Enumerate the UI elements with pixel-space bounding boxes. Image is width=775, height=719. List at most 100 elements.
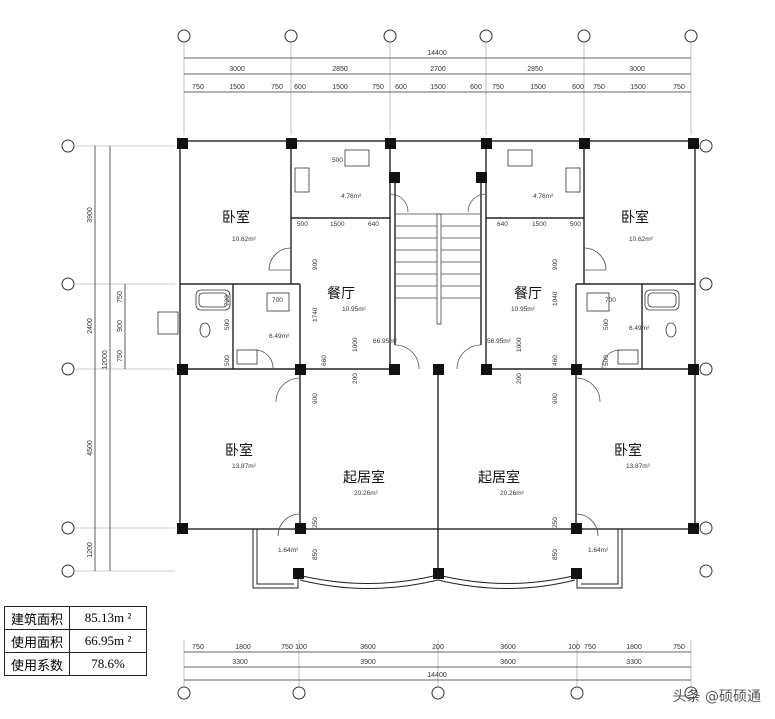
dim-top-fine: 750 — [372, 84, 384, 91]
dim-left-inner: 900 — [117, 320, 124, 332]
axis-bubbles-left — [61, 139, 75, 578]
dim-misc: 850 — [312, 549, 319, 560]
area-bedroom-top-right: 10.62m² — [629, 236, 654, 243]
room-labels: 卧室 卧室 餐厅 餐厅 卧室 卧室 起居室 起居室 — [222, 209, 649, 486]
stats-label: 使用系数 — [3, 652, 71, 676]
fixtures — [157, 149, 680, 365]
room-bedroom-top-left: 卧室 — [222, 209, 250, 226]
dim-top-fine: 1500 — [630, 84, 646, 91]
stats-row: 使用系数 78.6% — [3, 652, 148, 676]
dim-misc: 250 — [312, 517, 319, 528]
walls — [179, 140, 696, 575]
area-dining-right: 10.95m² — [511, 306, 536, 313]
door-swings — [254, 193, 621, 537]
dim-top-fine: 750 — [192, 84, 204, 91]
area-bedroom-bottom-right: 13.87m² — [626, 463, 651, 470]
dim-bottom-fine: 1800 — [235, 644, 251, 651]
stats-row: 使用面积 66.95m ² — [3, 629, 148, 653]
area-balcony-left: 1.64m² — [278, 547, 299, 554]
dim-total-top: 14400 — [427, 50, 447, 57]
dim-misc: 500 — [224, 355, 231, 366]
area-stats-table: 建筑面积 85.13m ² 使用面积 66.95m ² 使用系数 78.6% — [3, 606, 148, 676]
dim-misc: 1000 — [516, 337, 523, 352]
dim-top-mid: 3000 — [629, 66, 645, 73]
dim-top-mid: 2850 — [332, 66, 348, 73]
dim-top-mid: 2700 — [430, 66, 446, 73]
room-living-right: 起居室 — [478, 469, 520, 486]
area-bath-left: 6.49m² — [269, 333, 290, 340]
dim-misc: 500 — [603, 319, 610, 330]
area-stair-right: 56.95m² — [487, 338, 512, 345]
dim-misc: 250 — [552, 517, 559, 528]
dim-bottom-mid: 3600 — [500, 659, 516, 666]
dim-top-mid: 3000 — [229, 66, 245, 73]
dim-left-inner: 750 — [117, 291, 124, 303]
dimension-labels: 14400 3000 2850 2700 2850 3000 750 1500 … — [87, 50, 685, 679]
area-bedroom-top-left: 10.62m² — [232, 236, 257, 243]
dim-bottom-mid: 3300 — [232, 659, 248, 666]
dim-top-fine: 600 — [294, 84, 306, 91]
dim-bottom-fine: 750 — [584, 644, 596, 651]
dim-top-fine: 750 — [492, 84, 504, 91]
dim-top-fine: 1500 — [332, 84, 348, 91]
dim-misc: 500 — [224, 319, 231, 330]
dim-misc: 200 — [352, 373, 359, 384]
stats-value: 85.13m ² — [69, 606, 148, 630]
area-bedroom-bottom-left: 13.87m² — [232, 463, 257, 470]
dim-bottom-mid: 3900 — [360, 659, 376, 666]
dim-top-fine: 750 — [673, 84, 685, 91]
dim-misc: 500 — [570, 221, 581, 228]
dim-bottom-fine: 3600 — [500, 644, 516, 651]
dim-misc: 660 — [321, 355, 328, 366]
dim-bottom-fine: 1800 — [626, 644, 642, 651]
dim-bottom-fine: 100 — [568, 644, 580, 651]
room-bedroom-bottom-left: 卧室 — [225, 442, 253, 459]
dim-bottom-fine: 3600 — [360, 644, 376, 651]
dim-bottom-fine: 100 — [295, 644, 307, 651]
dim-top-mid: 2850 — [527, 66, 543, 73]
room-bedroom-top-right: 卧室 — [621, 209, 649, 226]
dim-misc: 640 — [368, 221, 379, 228]
dim-misc: 700 — [605, 297, 616, 304]
axis-bubbles-top — [177, 29, 698, 43]
dim-misc: 850 — [552, 549, 559, 560]
dim-left-outer: 4500 — [87, 440, 94, 456]
dim-misc: 1740 — [312, 307, 319, 322]
dim-misc: 1500 — [330, 221, 345, 228]
dim-misc: 700 — [272, 297, 283, 304]
area-dining-left: 10.95m² — [342, 306, 367, 313]
dim-top-fine: 750 — [271, 84, 283, 91]
dim-top-fine: 600 — [395, 84, 407, 91]
room-dining-right: 餐厅 — [514, 286, 542, 302]
area-kitchen-left: 4.76m² — [341, 193, 362, 200]
area-bath-right: 6.49m² — [629, 325, 650, 332]
area-living-left: 20.26m² — [354, 490, 379, 497]
dim-misc: 1040 — [552, 291, 559, 306]
dim-misc: 640 — [497, 221, 508, 228]
dim-top-fine: 750 — [593, 84, 605, 91]
dim-misc: 900 — [552, 393, 559, 404]
dim-misc: 200 — [516, 373, 523, 384]
dim-bottom-mid: 3300 — [626, 659, 642, 666]
area-living-right: 20.26m² — [500, 490, 525, 497]
dim-misc: 900 — [312, 393, 319, 404]
watermark: 头条 @硕硕通 — [672, 689, 761, 705]
stats-value: 78.6% — [69, 652, 148, 676]
area-labels: 4.76m² 4.76m² 10.62m² 10.62m² 10.95m² 10… — [232, 193, 654, 554]
dim-misc: 460 — [552, 355, 559, 366]
dim-left-inner: 750 — [117, 350, 124, 362]
area-stair-left: 66.95m² — [373, 338, 398, 345]
area-balcony-right: 1.64m² — [588, 547, 609, 554]
stats-label: 使用面积 — [3, 629, 71, 653]
dim-misc: 1500 — [532, 221, 547, 228]
stats-row: 建筑面积 85.13m ² — [3, 606, 148, 630]
dim-left-outer: 2400 — [87, 318, 94, 334]
axis-bubbles-bottom — [177, 686, 698, 700]
axis-bubbles-right — [699, 139, 713, 578]
columns — [177, 138, 699, 579]
area-kitchen-right: 4.76m² — [533, 193, 554, 200]
room-bedroom-bottom-right: 卧室 — [614, 442, 642, 459]
dim-top-fine: 600 — [572, 84, 584, 91]
dim-top-fine: 1500 — [530, 84, 546, 91]
